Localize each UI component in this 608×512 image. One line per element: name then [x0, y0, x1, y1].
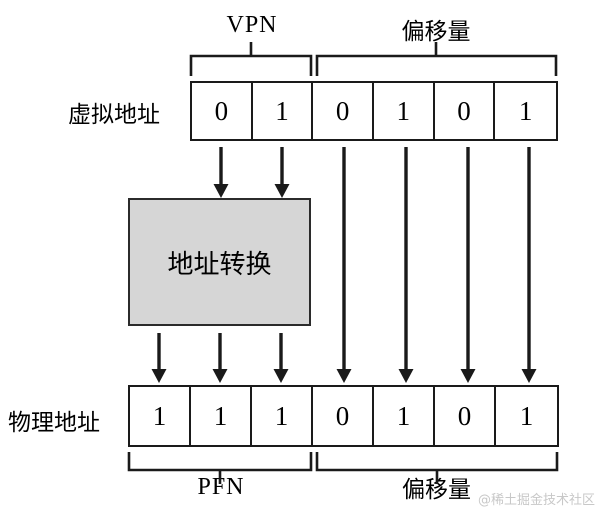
physical-address-bit-0: 1 — [130, 387, 191, 445]
physical-address-bit-6: 1 — [519, 400, 534, 431]
watermark-text: @稀土掘金技术社区 — [478, 493, 596, 508]
physical-address-bit-1: 1 — [191, 387, 252, 445]
bracket-offset-top — [315, 42, 558, 76]
virtual-address-bit-0: 0 — [192, 83, 253, 139]
virtual-address-bit-3: 1 — [374, 83, 435, 139]
virtual-address-bit-2: 0 — [313, 83, 374, 139]
virtual-address-bit-5: 1 — [518, 95, 533, 126]
physical-address-bit-2: 1 — [252, 387, 313, 445]
physical-address-label: 物理地址 — [8, 410, 100, 436]
group-caption-offset-top: 偏移量 — [401, 19, 471, 45]
offset-passthrough-arrows — [336, 147, 537, 383]
translation-to-pfn-arrows — [151, 333, 289, 383]
physical-address-bit-4: 1 — [374, 387, 435, 445]
vpn-to-translation-arrows — [213, 147, 290, 198]
group-caption-vpn-top: VPN — [226, 12, 278, 38]
address-translation-box: 地址转换 — [128, 198, 311, 326]
virtual-address-bit-1: 1 — [253, 83, 314, 139]
virtual-address-bit-4: 0 — [435, 83, 496, 139]
group-caption-pfn-bottom: PFN — [197, 474, 245, 500]
physical-address-bit-3: 0 — [313, 387, 374, 445]
physical-address-bit-5: 0 — [435, 387, 496, 445]
bracket-vpn-top — [189, 42, 313, 76]
virtual-address-label: 虚拟地址 — [68, 102, 160, 128]
